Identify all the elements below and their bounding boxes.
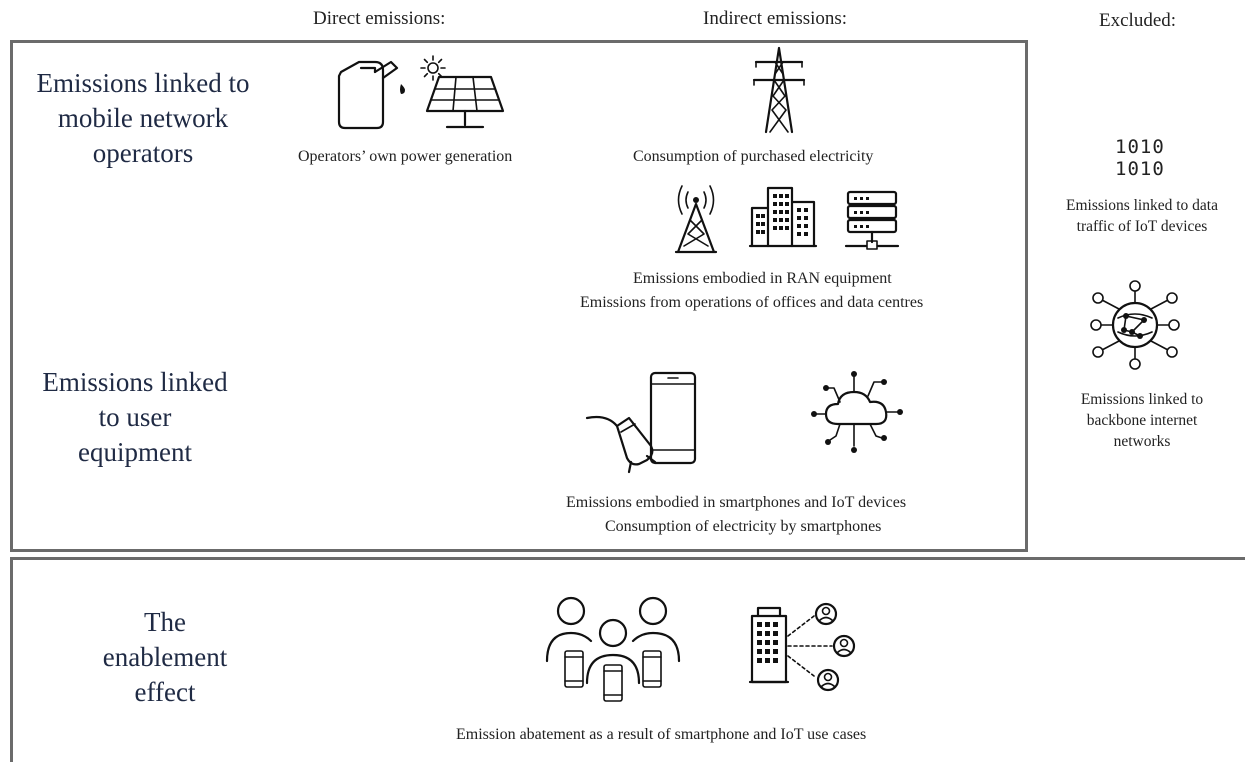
smartphone-icon xyxy=(649,371,697,465)
section-title-user-equipment: Emissions linked to user equipment xyxy=(42,367,228,467)
users-phones-icon xyxy=(545,596,681,702)
caption-data-traffic-iot: Emissions linked to data traffic of IoT … xyxy=(1066,197,1218,235)
server-rack-icon xyxy=(844,190,900,250)
caption-own-power-generation: Operators’ own power generation xyxy=(298,148,513,165)
binary-line-1: 1010 xyxy=(1115,136,1165,158)
caption-offices-data-centres: Emissions from operations of offices and… xyxy=(580,294,924,311)
section-title-enablement: The enablement effect xyxy=(102,607,228,707)
header-indirect-emissions: Indirect emissions: xyxy=(703,8,848,29)
caption-emission-abatement: Emission abatement as a result of smartp… xyxy=(456,726,867,743)
solar-panel-icon xyxy=(425,75,505,129)
caption-ran-equipment: Emissions embodied in RAN equipment xyxy=(633,270,892,287)
binary-data-icon: 1010 1010 xyxy=(1115,136,1165,180)
binary-line-2: 1010 xyxy=(1115,158,1165,180)
pylon-icon xyxy=(752,46,806,134)
caption-purchased-electricity: Consumption of purchased electricity xyxy=(633,148,874,165)
enablement-box xyxy=(10,557,1245,762)
section-title-operators: Emissions linked to mobile network opera… xyxy=(36,68,250,168)
caption-smartphone-electricity: Consumption of electricity by smartphone… xyxy=(605,518,882,535)
caption-smartphones-iot-embodied: Emissions embodied in smartphones and Io… xyxy=(566,494,907,511)
building-people-icon xyxy=(748,602,856,692)
operators-and-user-equipment-box xyxy=(10,40,1028,552)
antenna-tower-icon xyxy=(674,185,718,254)
sun-icon xyxy=(420,55,446,81)
cloud-network-icon xyxy=(811,371,903,453)
header-excluded: Excluded: xyxy=(1099,10,1177,31)
caption-backbone-networks: Emissions linked to backbone internet ne… xyxy=(1080,391,1204,450)
globe-network-icon xyxy=(1090,280,1180,370)
office-buildings-icon xyxy=(748,186,818,248)
fuel-can-icon xyxy=(337,60,405,130)
header-direct-emissions: Direct emissions: xyxy=(313,8,446,29)
